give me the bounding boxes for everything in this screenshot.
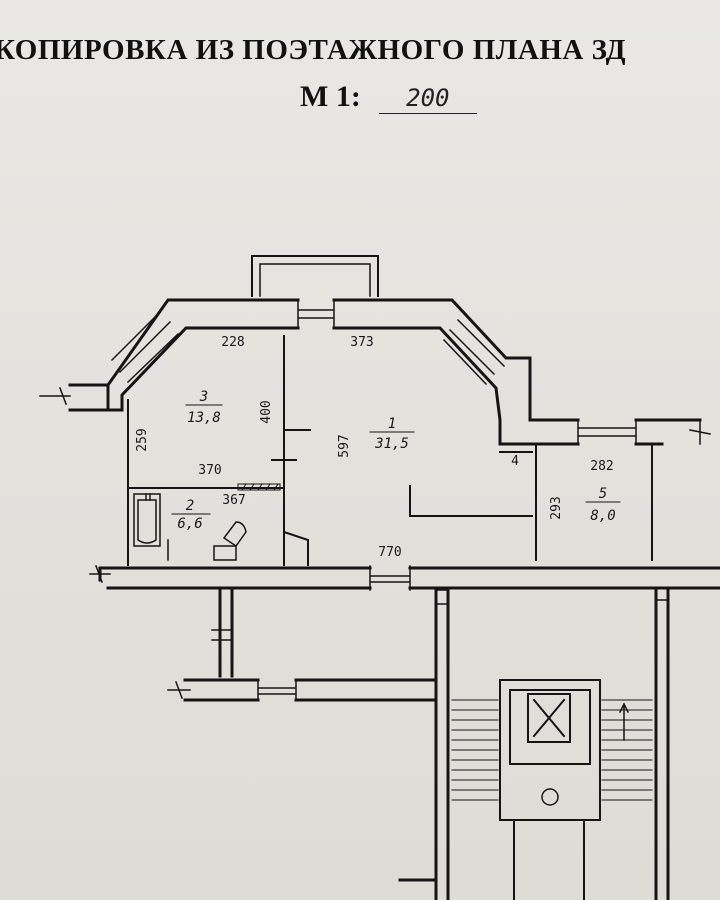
elevator-core bbox=[499, 679, 601, 900]
core-circle bbox=[541, 788, 559, 806]
window-bays bbox=[110, 310, 506, 386]
room-5-area: 8,0 bbox=[590, 508, 615, 524]
room-1-number: 1 bbox=[388, 416, 396, 432]
top-window bbox=[297, 299, 335, 329]
room-1-area: 31,5 bbox=[374, 436, 409, 452]
room-3-area: 13,8 bbox=[187, 410, 221, 426]
room-2-area: 6,6 bbox=[177, 516, 202, 532]
room5-window bbox=[577, 419, 637, 445]
interior-walls bbox=[127, 335, 653, 566]
dim-4: 4 bbox=[511, 454, 519, 469]
bathtub bbox=[133, 493, 161, 547]
page-title: КОПИРОВКА ИЗ ПОЭТАЖНОГО ПЛАНА ЗД bbox=[0, 34, 627, 66]
stairs-right bbox=[601, 699, 653, 801]
dim-293: 293 bbox=[549, 496, 564, 519]
scale-row: М 1: 200 bbox=[300, 80, 477, 120]
dim-259: 259 bbox=[135, 428, 150, 451]
balcony-outline bbox=[251, 255, 379, 297]
dim-282: 282 bbox=[590, 459, 613, 474]
scale-value: 200 bbox=[378, 84, 477, 114]
room-3-number: 3 bbox=[199, 389, 208, 405]
balcony-inner bbox=[259, 263, 371, 297]
dim-400: 400 bbox=[259, 400, 274, 423]
lower-walls bbox=[183, 586, 670, 900]
exterior-walls bbox=[68, 298, 702, 446]
scale-label: М 1: bbox=[300, 80, 361, 113]
dim-597: 597 bbox=[337, 434, 352, 457]
toilet bbox=[213, 521, 247, 561]
hatch-box bbox=[237, 483, 281, 491]
stairs-left bbox=[451, 699, 499, 801]
dim-770: 770 bbox=[378, 545, 401, 560]
dim-373: 373 bbox=[350, 335, 373, 350]
room-5-number: 5 bbox=[599, 486, 607, 502]
dim-370: 370 bbox=[198, 463, 221, 478]
room-2-number: 2 bbox=[186, 498, 194, 514]
fraction-lines bbox=[171, 404, 621, 515]
dim-367: 367 bbox=[222, 493, 245, 508]
entry-door bbox=[369, 565, 411, 591]
dim-228: 228 bbox=[221, 335, 244, 350]
